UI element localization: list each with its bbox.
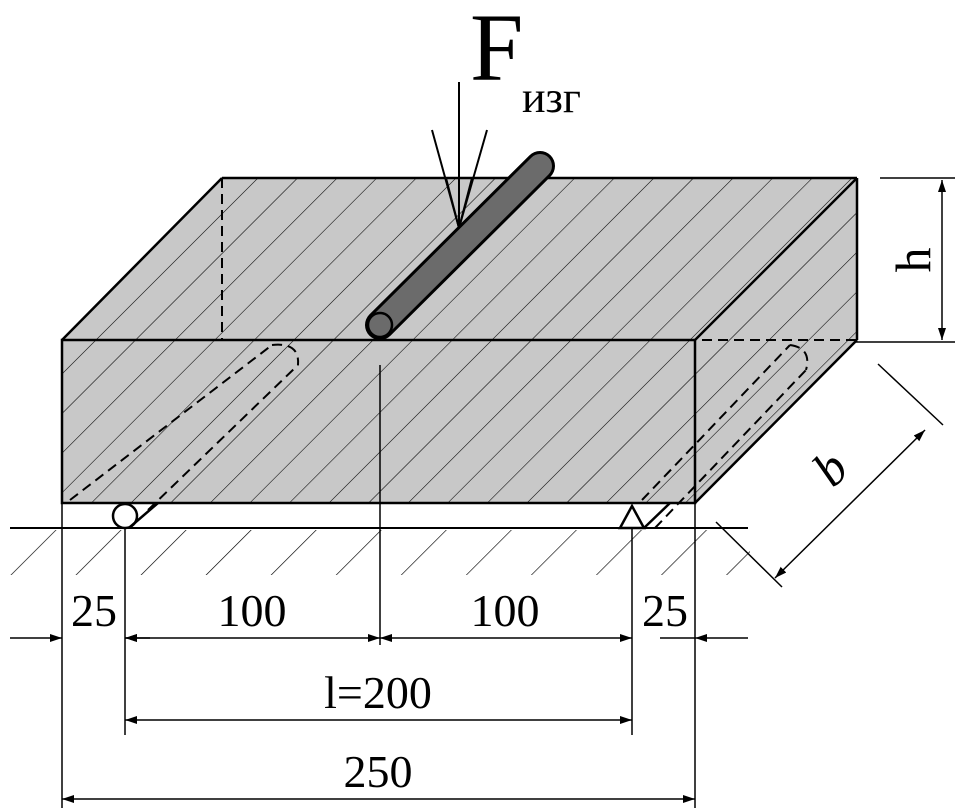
height-dimension [855,177,955,343]
force-symbol: F [470,0,523,101]
dim-left-half: 100 [218,585,287,636]
width-label: b [801,439,858,496]
width-dimension [715,363,944,588]
supports [111,502,671,530]
dim-right-overhang: 25 [642,585,688,636]
dim-span: l=200 [324,667,432,718]
left-roller-edge [129,502,159,528]
dim-right-half: 100 [471,585,540,636]
dim-left-overhang: 25 [71,585,117,636]
dim-total: 250 [344,746,413,797]
right-prism-support [617,503,647,530]
rod-end-face [366,311,394,339]
block-front-face-hatch [62,340,695,503]
loading-rod [365,151,555,340]
specimen-block [60,176,859,529]
extension-lines [61,503,696,808]
force-arrow [431,82,488,229]
force-subscript: изг [522,73,581,122]
right-prism-edge [643,502,671,529]
height-label: h [885,248,941,273]
